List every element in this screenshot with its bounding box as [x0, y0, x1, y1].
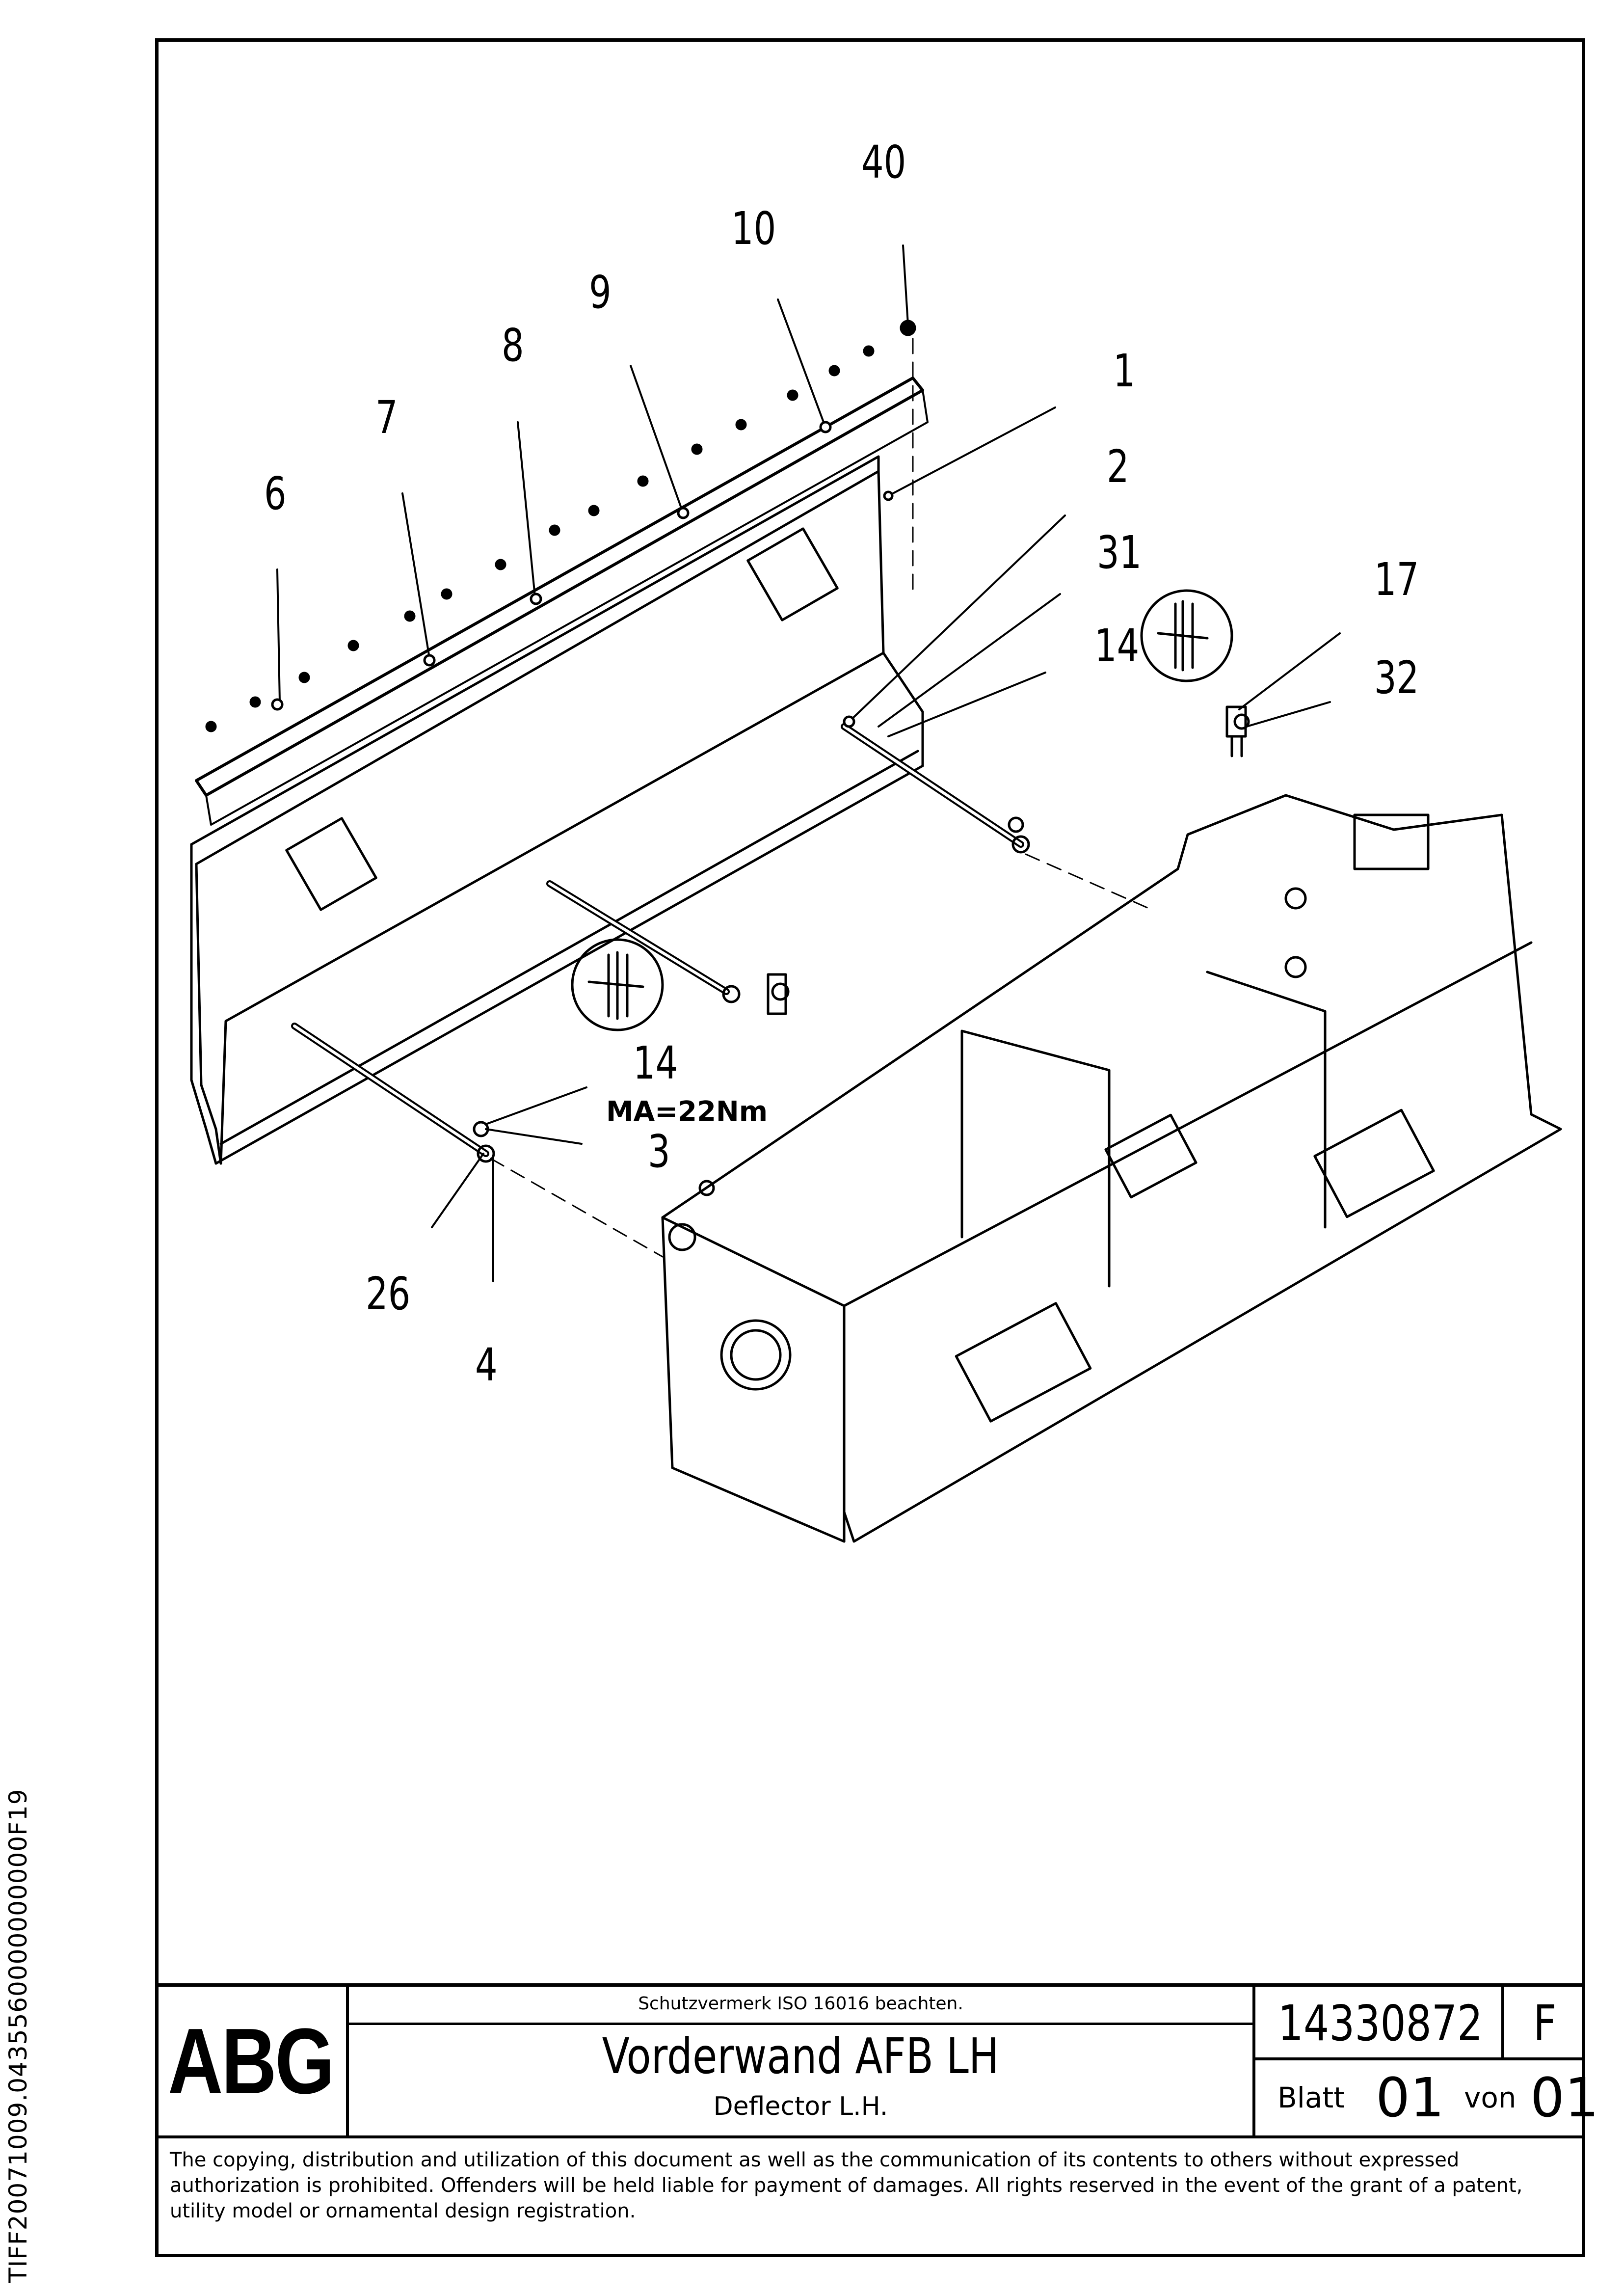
strip-screws	[205, 320, 916, 732]
callout-40: 40	[861, 136, 906, 189]
drawing-title-de: Vorderwand AFB LH	[602, 2027, 999, 2085]
sheet-label: Blatt	[1277, 2081, 1345, 2114]
exploded-view-drawing	[190, 244, 1562, 1543]
protection-note: Schutzvermerk ISO 16016 beachten.	[349, 1987, 1252, 2025]
callout-4: 4	[475, 1339, 498, 1391]
sheet-row: Blatt 01 von 01	[1255, 2060, 1599, 2135]
logo-cell: ABG	[155, 1987, 349, 2135]
adjusting-bolt	[767, 705, 1250, 1015]
callout-14-upper: 14	[1094, 620, 1140, 672]
document-info: 14330872 F Blatt 01 von 01	[1252, 1987, 1599, 2135]
callout-1: 1	[1113, 345, 1136, 397]
main-frame	[661, 794, 1562, 1543]
callout-26: 26	[366, 1268, 411, 1320]
callout-31: 31	[1097, 526, 1142, 579]
document-number: 14330872	[1255, 1987, 1504, 2060]
detail-circle-lower	[571, 938, 664, 1031]
revision: F	[1504, 1987, 1585, 2060]
rods	[291, 723, 1030, 1163]
callout-6: 6	[264, 467, 287, 520]
detail-circle-upper	[1140, 589, 1233, 682]
deflector-wall	[190, 455, 924, 1165]
callout-8: 8	[502, 319, 524, 372]
leader-lines	[276, 244, 1341, 1282]
callout-3: 3	[648, 1125, 670, 1178]
assembly-paths	[490, 338, 1149, 1258]
drawing-frame	[155, 38, 1585, 2257]
side-code: TIFF20071009.0435560000000000F19	[4, 1788, 32, 2283]
fastening-strip	[195, 377, 929, 826]
callout-17: 17	[1374, 553, 1419, 606]
callout-10: 10	[731, 202, 776, 255]
torque-label: MA=22Nm	[606, 1096, 768, 1128]
part-markers	[271, 421, 894, 728]
callout-7: 7	[375, 391, 398, 444]
callout-2: 2	[1107, 440, 1129, 493]
copyright-notice: The copying, distribution and utilizatio…	[155, 2135, 1585, 2257]
of-label: von	[1464, 2081, 1517, 2114]
abg-logo: ABG	[168, 2009, 335, 2113]
title-block: ABG Schutzvermerk ISO 16016 beachten. Vo…	[155, 1983, 1599, 2135]
callout-32: 32	[1374, 651, 1419, 704]
drawing-title-en: Deflector L.H.	[713, 2092, 888, 2121]
callout-9: 9	[589, 266, 612, 319]
sheet-number: 01	[1376, 2066, 1444, 2129]
sheet-total: 01	[1530, 2066, 1599, 2129]
callout-14-lower: 14	[633, 1037, 678, 1089]
